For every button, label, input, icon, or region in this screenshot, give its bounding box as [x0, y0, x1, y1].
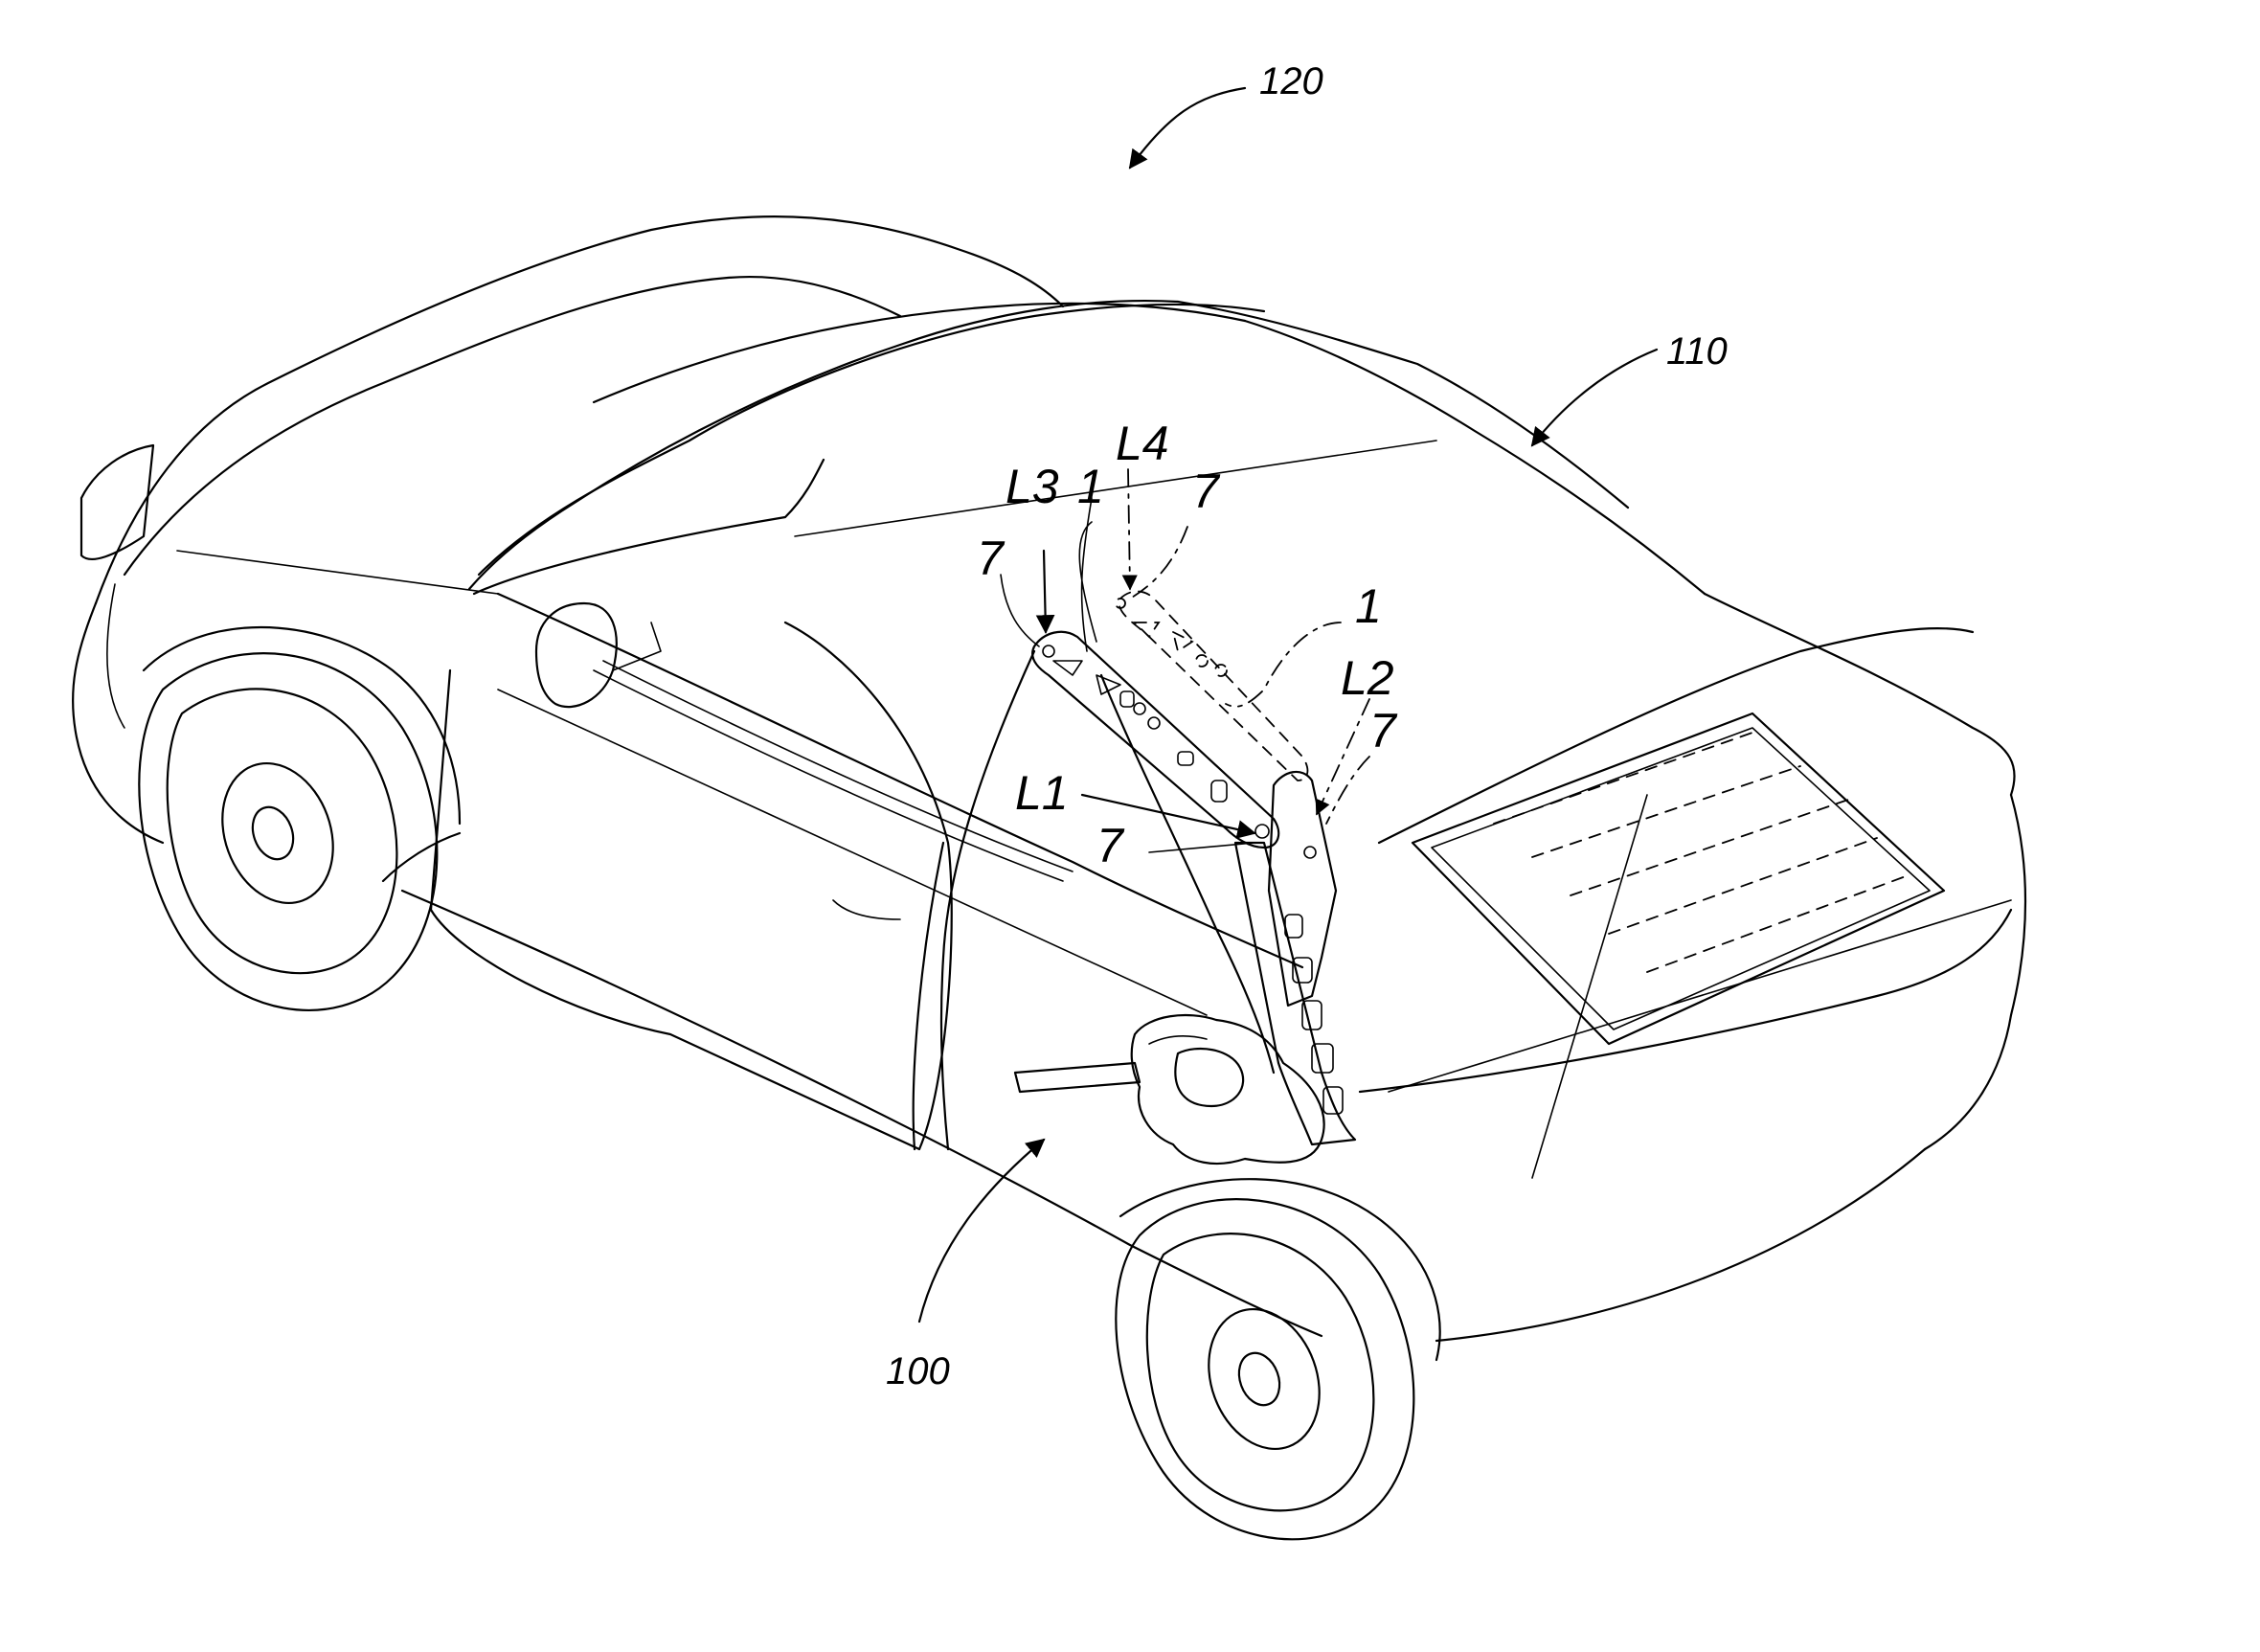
arrow-120	[1130, 88, 1245, 168]
label-1b: 1	[1355, 579, 1382, 633]
rear-crease	[1389, 900, 2011, 1092]
leader-7d	[1326, 757, 1369, 824]
side-lower	[383, 833, 460, 881]
bracket-lower	[1235, 843, 1355, 1144]
bracket-front-cutouts	[1043, 645, 1269, 838]
roof-rear	[1245, 321, 1705, 594]
arrow-l2	[1317, 699, 1369, 814]
retractor-inner	[1175, 1049, 1243, 1106]
belt-rod	[1015, 1063, 1140, 1092]
label-l2: L2	[1341, 651, 1394, 705]
label-100: 100	[886, 1350, 950, 1392]
front-wheel	[139, 627, 460, 1010]
headlight	[81, 445, 153, 559]
leader-7c	[1149, 843, 1254, 852]
arrow-100	[919, 1140, 1044, 1322]
bracket-mid	[1269, 772, 1336, 1006]
side-mirror	[536, 603, 617, 707]
hood-crease	[124, 277, 900, 575]
rear-bottom	[1436, 1149, 1925, 1341]
front-bumper	[73, 603, 163, 843]
label-7b: 7	[1192, 464, 1221, 518]
label-120: 120	[1259, 60, 1323, 102]
bracket-front	[1032, 632, 1278, 848]
beltline-trim	[594, 670, 1063, 881]
label-l1: L1	[1015, 766, 1069, 820]
rear-wheel	[1116, 1179, 1439, 1539]
a-pillar	[469, 301, 1178, 589]
leader-7a	[1001, 575, 1039, 646]
label-7c: 7	[1096, 819, 1125, 872]
arrow-l4	[1128, 469, 1130, 589]
leader-1a	[1082, 498, 1092, 651]
beltline	[498, 594, 1302, 967]
roof-top	[594, 304, 1245, 402]
hood-outline	[96, 216, 1063, 603]
bracket-rear	[1119, 592, 1308, 781]
door-rear-edge	[914, 843, 943, 1149]
windshield-lower	[474, 460, 824, 594]
label-l4: L4	[1116, 417, 1169, 470]
rocker-panel	[402, 891, 1322, 1336]
label-7a: 7	[977, 532, 1006, 585]
rear-glass	[1412, 713, 1944, 1044]
front-bumper-line	[107, 584, 124, 728]
bracket-rear-cutouts	[1116, 599, 1227, 676]
roof-edge	[1178, 302, 1628, 508]
label-l3: L3	[1006, 460, 1059, 513]
belt-strap-2	[1101, 675, 1274, 1073]
mirror-arm	[613, 622, 661, 670]
arrow-110	[1532, 350, 1657, 445]
label-7d: 7	[1369, 704, 1398, 758]
beltline-trim-2	[603, 661, 1073, 871]
door-handle	[833, 900, 900, 919]
label-1a: 1	[1077, 460, 1104, 513]
rear-deck	[1379, 628, 1973, 843]
retractor-detail	[1149, 1036, 1207, 1044]
trunk-edge	[1705, 594, 2015, 795]
pillar-bracket	[941, 522, 1355, 1164]
trunk-line	[1532, 795, 1647, 1178]
leader-lines	[919, 88, 1657, 1322]
label-110: 110	[1666, 330, 1728, 373]
retractor	[1132, 1015, 1324, 1164]
rear-glass-inner	[1432, 728, 1930, 1030]
rear-end	[1925, 795, 2025, 1149]
labels: 120 110 100 L3 L4 L1 L2 1 1 7 7 7 7	[886, 60, 1728, 1392]
door-outline	[431, 622, 952, 1149]
side-crease-front	[177, 551, 498, 594]
leader-7b	[1130, 527, 1187, 599]
arrow-l3	[1044, 551, 1046, 632]
